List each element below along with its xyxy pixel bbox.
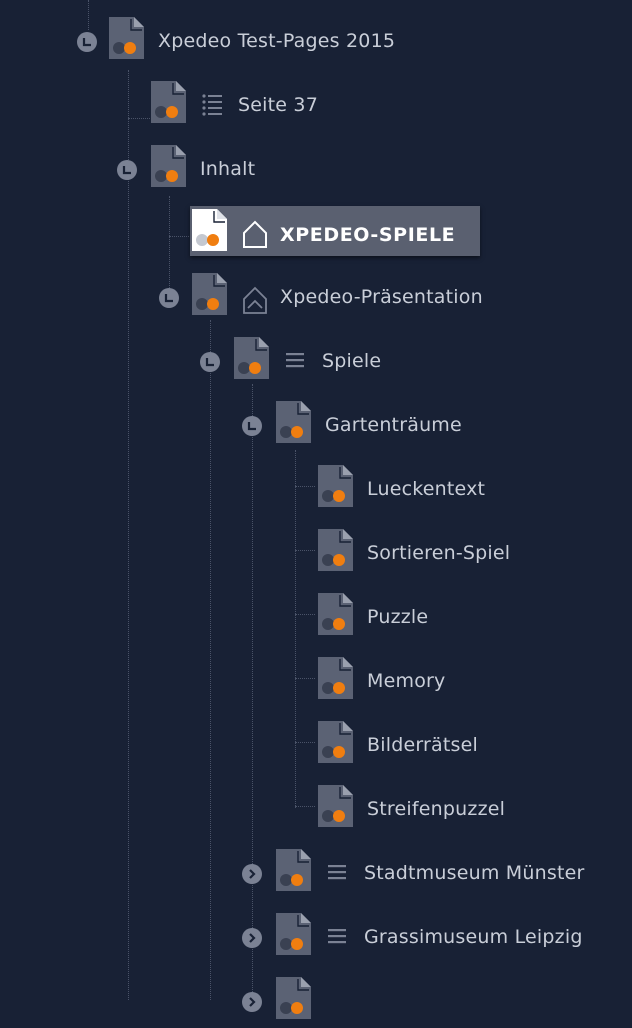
tree-connector xyxy=(295,742,315,743)
tree-node-partial[interactable] xyxy=(0,976,632,1028)
page-document-icon xyxy=(317,720,354,764)
tree-connector xyxy=(128,70,129,1000)
tree-node-spiele[interactable]: Spiele xyxy=(0,336,632,388)
tree-node-xpedeo-praesentation[interactable]: Xpedeo-Präsentation xyxy=(0,272,632,324)
page-document-icon xyxy=(275,976,312,1020)
expanded-toggle-icon[interactable] xyxy=(200,352,220,372)
tree-node-label: Xpedeo Test-Pages 2015 xyxy=(158,30,396,52)
tree-node-lueckentext[interactable]: Lueckentext xyxy=(0,464,632,516)
expanded-toggle-icon[interactable] xyxy=(117,160,137,180)
tree-node-label: Spiele xyxy=(322,350,382,372)
tree-node-sortieren-spiel[interactable]: Sortieren-Spiel xyxy=(0,528,632,580)
menu-icon xyxy=(327,926,351,950)
tree-node-stadtmuseum-muenster[interactable]: Stadtmuseum Münster xyxy=(0,848,632,900)
tree-node-inhalt[interactable]: Inhalt xyxy=(0,144,632,196)
tree-node-label: Gartenträume xyxy=(325,414,462,436)
tree-connector xyxy=(252,384,253,1000)
tree-node-seite-37[interactable]: Seite 37 xyxy=(0,80,632,132)
page-document-icon xyxy=(317,656,354,700)
page-document-icon xyxy=(233,336,270,380)
menu-icon xyxy=(285,350,309,374)
tree-node-label: Lueckentext xyxy=(367,478,486,500)
page-document-icon xyxy=(317,784,354,828)
expanded-toggle-icon[interactable] xyxy=(242,416,262,436)
tree-connector xyxy=(295,614,315,615)
home-outline-icon xyxy=(242,286,268,314)
page-document-icon xyxy=(275,912,312,956)
tree-node-label: Inhalt xyxy=(200,158,256,180)
page-document-icon xyxy=(317,528,354,572)
chevron-right-icon[interactable] xyxy=(242,992,262,1012)
tree-connector xyxy=(169,196,170,292)
page-document-icon xyxy=(275,848,312,892)
home-icon xyxy=(242,220,268,248)
expanded-toggle-icon[interactable] xyxy=(159,288,179,308)
page-document-icon xyxy=(317,464,354,508)
tree-node-xpedeo-test-pages-2015[interactable]: Xpedeo Test-Pages 2015 xyxy=(0,16,632,68)
tree-node-label: XPEDEO-SPIELE xyxy=(280,224,456,246)
page-document-icon xyxy=(150,80,187,124)
tree-node-label: Sortieren-Spiel xyxy=(367,542,511,564)
tree-node-label: Streifenpuzzel xyxy=(367,798,506,820)
tree-connector xyxy=(295,806,315,807)
expanded-toggle-icon[interactable] xyxy=(77,32,97,52)
tree-node-label: Bilderrätsel xyxy=(367,734,478,756)
page-document-icon-selected xyxy=(191,208,228,252)
selected-row-highlight xyxy=(190,206,480,256)
tree-node-xpedeo-spiele[interactable]: XPEDEO-SPIELE xyxy=(0,208,632,260)
tree-connector xyxy=(295,550,315,551)
tree-node-bilderraetsel[interactable]: Bilderrätsel xyxy=(0,720,632,772)
tree-connector xyxy=(295,450,296,808)
tree-node-puzzle[interactable]: Puzzle xyxy=(0,592,632,644)
tree-node-label: Puzzle xyxy=(367,606,429,628)
tree-node-label: Memory xyxy=(367,670,446,692)
tree-node-label: Seite 37 xyxy=(238,94,318,116)
tree-node-grassimuseum-leipzig[interactable]: Grassimuseum Leipzig xyxy=(0,912,632,964)
page-document-icon xyxy=(191,272,228,316)
tree-node-memory[interactable]: Memory xyxy=(0,656,632,708)
tree-connector xyxy=(295,486,315,487)
tree-connector xyxy=(210,320,211,1000)
list-icon xyxy=(200,92,224,116)
page-document-icon xyxy=(275,400,312,444)
page-document-icon xyxy=(317,592,354,636)
page-document-icon xyxy=(150,144,187,188)
tree-node-gartentraeume[interactable]: Gartenträume xyxy=(0,400,632,452)
tree-connector xyxy=(88,0,89,30)
tree-node-streifenpuzzel[interactable]: Streifenpuzzel xyxy=(0,784,632,836)
chevron-right-icon[interactable] xyxy=(242,864,262,884)
chevron-right-icon[interactable] xyxy=(242,928,262,948)
menu-icon xyxy=(327,862,351,886)
tree-node-label: Grassimuseum Leipzig xyxy=(364,926,583,948)
tree-connector xyxy=(295,678,315,679)
tree-connector xyxy=(128,118,150,119)
tree-node-label: Xpedeo-Präsentation xyxy=(280,286,483,308)
tree-connector xyxy=(169,236,191,237)
tree-node-label: Stadtmuseum Münster xyxy=(364,862,585,884)
page-document-icon xyxy=(108,16,145,60)
